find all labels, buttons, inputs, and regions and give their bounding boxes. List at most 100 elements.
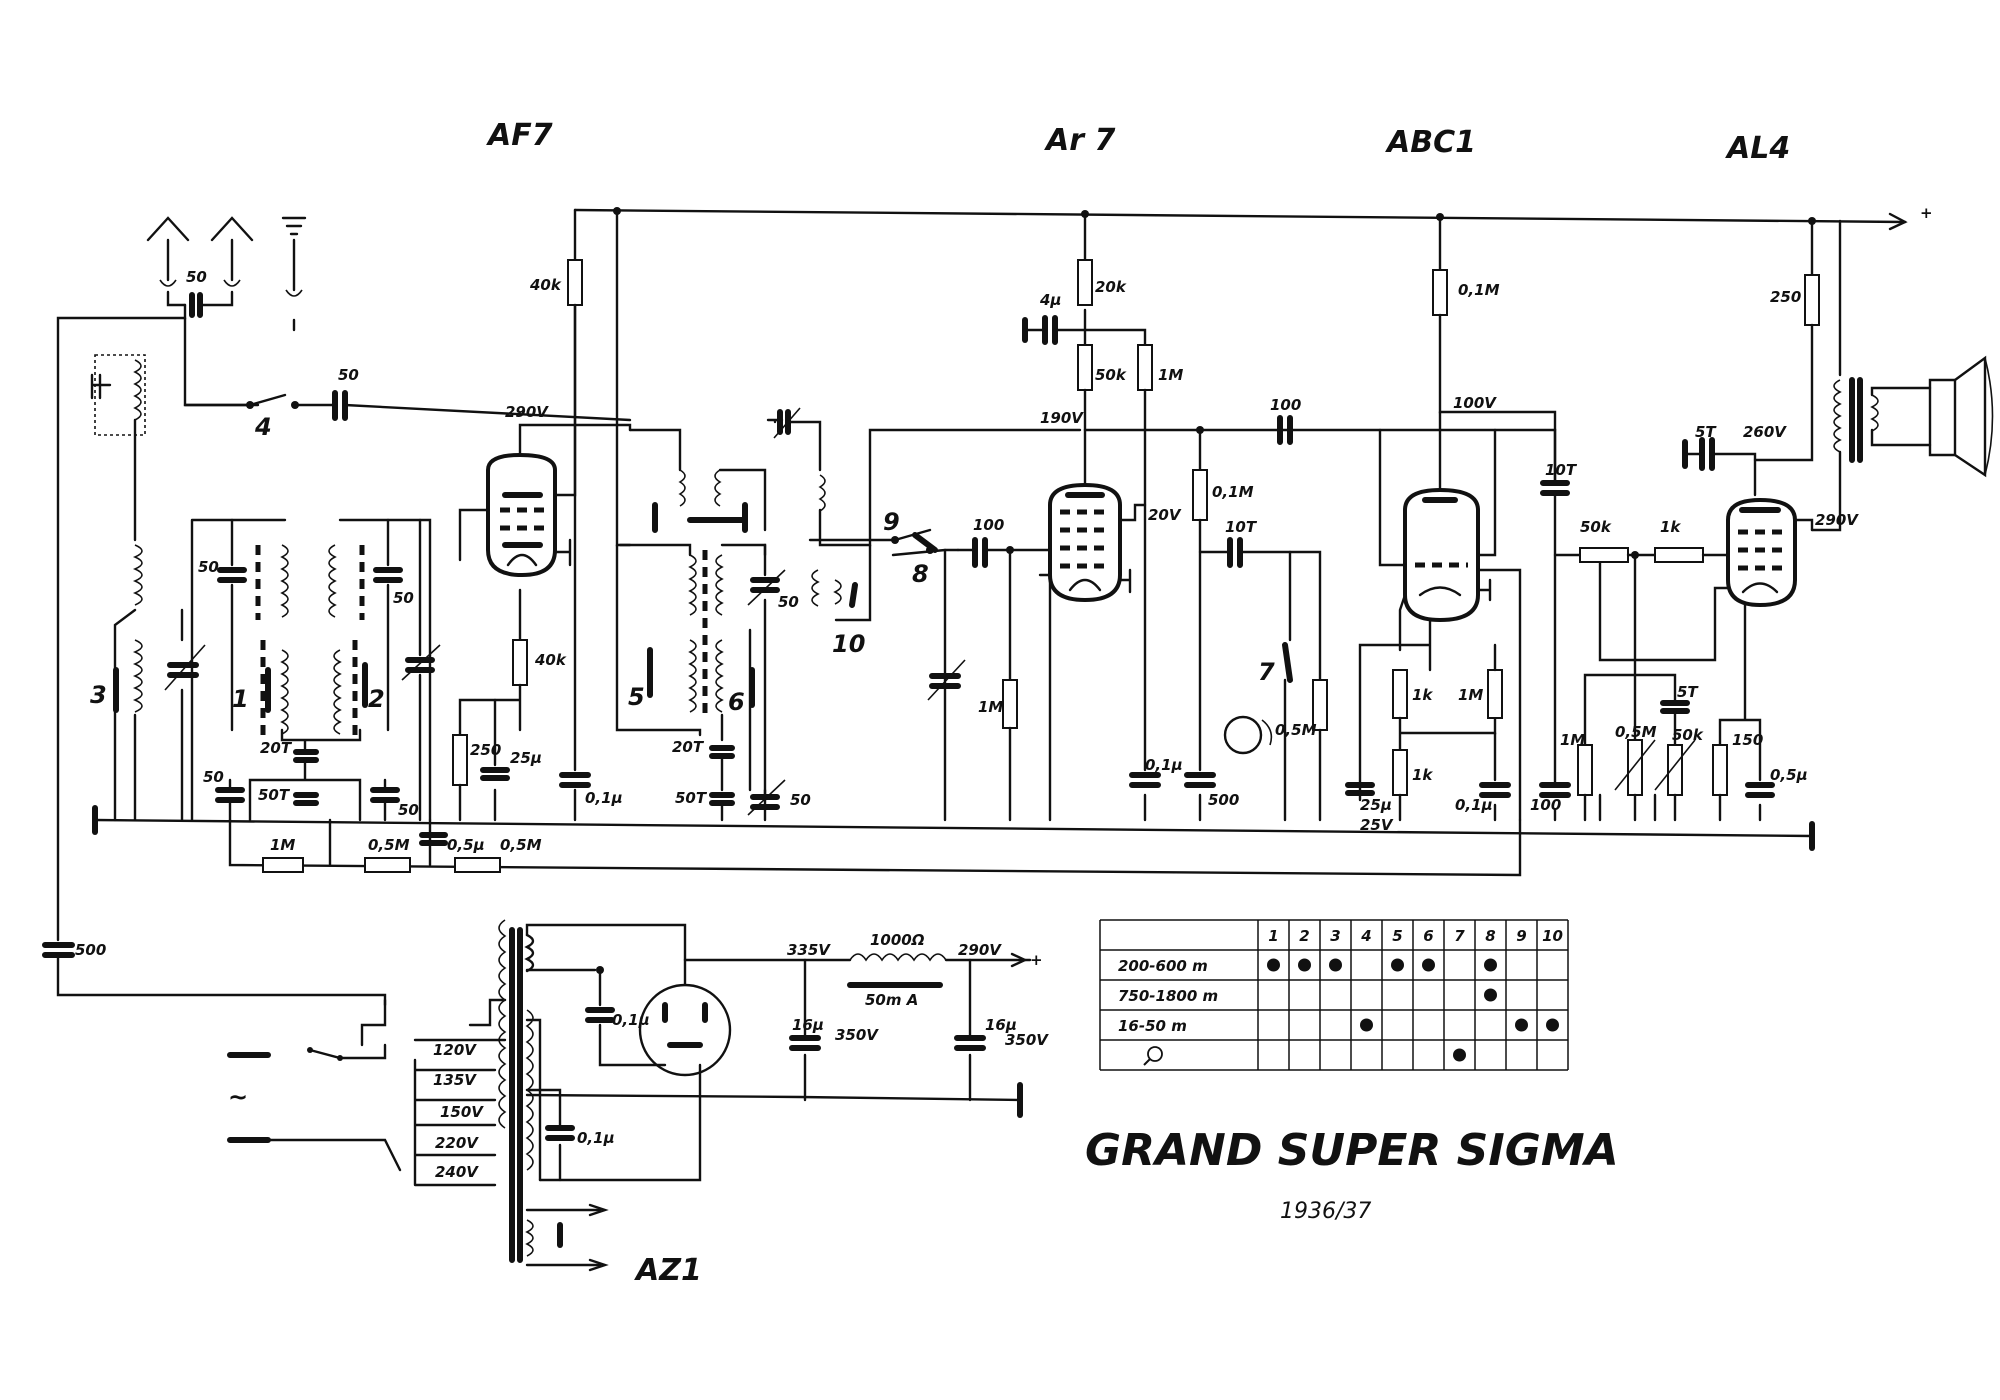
table-active-dot — [1298, 958, 1311, 972]
label-c01u-b: 0,1μ — [1145, 756, 1183, 774]
label-c100-grid: 100 — [973, 516, 1004, 534]
label-c05u: 0,5μ — [1770, 766, 1808, 784]
table-col-header: 2 — [1299, 927, 1309, 945]
tube-label-af7: AF7 — [486, 118, 553, 153]
power-supply: ~ 120V 135V 150V 220V 240V 0,1μ 0,1μ — [227, 919, 1049, 1272]
label-c50-r2: 50 — [398, 801, 419, 819]
label-r40k-mid: 40k — [534, 651, 567, 669]
label-r1M-a: 1M — [1158, 366, 1183, 384]
table-col-header: 4 — [1360, 927, 1371, 945]
table-active-dot — [1546, 1018, 1559, 1032]
ground-rail — [92, 805, 1815, 851]
tube-label-ar7: Ar 7 — [1044, 123, 1115, 158]
label-switch-7: 7 — [1258, 658, 1275, 686]
plus-b: + — [1030, 951, 1043, 969]
label-switch-3: 3 — [90, 681, 107, 709]
label-r1k-c: 1k — [1660, 518, 1681, 536]
tap-135v: 135V — [433, 1071, 477, 1089]
table-col-header: 1 — [1268, 927, 1278, 945]
avc-resistor-chain: 1M 0,5M 0,5μ 0,5M — [228, 818, 1522, 877]
label-r50k-a: 50k — [1095, 366, 1127, 384]
table-active-dot — [1515, 1018, 1528, 1032]
label-switch-4: 4 — [254, 413, 272, 441]
label-c20t-b: 20T — [672, 738, 705, 756]
label-c10t-a: 10T — [1225, 518, 1258, 536]
table-active-dot — [1329, 958, 1342, 972]
plus-a: + — [1920, 204, 1933, 222]
label-r01M-mid: 0,1M — [1212, 483, 1254, 501]
label-c100-top: 100 — [1270, 396, 1301, 414]
tap-220v: 220V — [435, 1134, 479, 1152]
label-c50t-b: 50T — [675, 789, 708, 807]
table-row-label: 200-600 m — [1118, 957, 1208, 975]
label-switch-6: 6 — [728, 688, 745, 716]
switch-4-group: 4 50 — [183, 366, 632, 441]
oscillator-section: 5 6 20T 50T 50 50 10 — [615, 209, 1082, 822]
label-c20t: 20T — [260, 739, 293, 757]
table-row-label: 16-50 m — [1118, 1017, 1187, 1035]
table-active-dot — [1360, 1018, 1373, 1032]
b-plus-rail — [573, 207, 1908, 231]
cap-500-left: 500 — [42, 941, 387, 1007]
label-c5t-b: 5T — [1677, 683, 1699, 701]
label-c50-r1: 50 — [393, 589, 414, 607]
label-r05M-c: 0,5M — [1615, 723, 1657, 741]
table-col-header: 6 — [1423, 927, 1433, 945]
table-active-dot — [1422, 958, 1435, 972]
label-r1M-b: 1M — [1458, 686, 1483, 704]
tap-240v: 240V — [435, 1163, 479, 1181]
label-c50-osc: 50 — [790, 791, 811, 809]
table-row-label: 750-1800 m — [1118, 987, 1218, 1005]
table-col-header: 7 — [1454, 927, 1465, 945]
label-c50-l1: 50 — [198, 558, 219, 576]
table-col-header: 3 — [1330, 927, 1340, 945]
label-abc1-plate-v: 100V — [1453, 394, 1497, 412]
label-r50k-c: 50k — [1672, 726, 1704, 744]
label-switch-1: 1 — [232, 685, 249, 713]
label-r50k-b: 50k — [1580, 518, 1612, 536]
label-switch-5: 5 — [628, 683, 645, 711]
label-c10t-b: 10T — [1545, 461, 1578, 479]
plate-line-mid: 100 0,1M 10T 500 0,5M 7 — [1083, 396, 1557, 822]
label-v290-out: 290V — [958, 941, 1002, 959]
page-year: 1936/37 — [1280, 1199, 1371, 1224]
table-active-dot — [1267, 958, 1280, 972]
label-c01u-c: 0,1μ — [1455, 796, 1493, 814]
label-switch-9: 9 — [883, 508, 900, 536]
tube-af7: 290V 40k 0,1μ 40k 250 25μ — [452, 208, 632, 822]
label-r250-out: 250 — [1770, 288, 1801, 306]
switch-9-8: 9 8 100 1M — [808, 508, 1052, 822]
tilde-symbol: ~ — [228, 1083, 248, 1111]
page-title: GRAND SUPER SIGMA — [1085, 1125, 1619, 1176]
label-c500-b: 500 — [1208, 791, 1239, 809]
tube-label-abc1: ABC1 — [1385, 125, 1476, 160]
label-r40k-top: 40k — [529, 276, 562, 294]
label-c05u-bot: 0,5μ — [447, 836, 485, 854]
table-active-dot — [1453, 1048, 1466, 1062]
label-r1k-b: 1k — [1412, 766, 1433, 784]
label-af7-plate-v: 290V — [505, 403, 549, 421]
label-r1M-grid: 1M — [978, 698, 1003, 716]
label-r1M-c: 1M — [1560, 731, 1585, 749]
tap-150v: 150V — [440, 1103, 484, 1121]
label-ar7-plate-v: 190V — [1040, 409, 1084, 427]
label-r05M-pot: 0,5M — [1275, 721, 1317, 739]
tube-ar7: 20k 4μ 50k 1M 0,1μ 190V 20V — [1022, 212, 1183, 822]
label-coupling-cap: 50 — [338, 366, 359, 384]
table-active-dot — [1391, 958, 1404, 972]
table-col-header: 5 — [1392, 927, 1402, 945]
label-r20k: 20k — [1095, 278, 1127, 296]
tap-120v: 120V — [433, 1041, 477, 1059]
label-r250: 250 — [470, 741, 501, 759]
tube-al4: 250 5T 260V 290V 150 0,5μ 10T — [1530, 219, 1994, 822]
label-c500: 500 — [75, 941, 106, 959]
label-c50-b: 50 — [778, 593, 799, 611]
table-col-header: 9 — [1516, 927, 1526, 945]
label-al4-plate-v: 260V — [1743, 423, 1787, 441]
label-v335: 335V — [787, 941, 831, 959]
label-c16u-a: 16μ — [792, 1016, 824, 1034]
label-c16u-b-v: 350V — [1005, 1031, 1049, 1049]
antenna-section: 50 3 — [56, 216, 307, 942]
